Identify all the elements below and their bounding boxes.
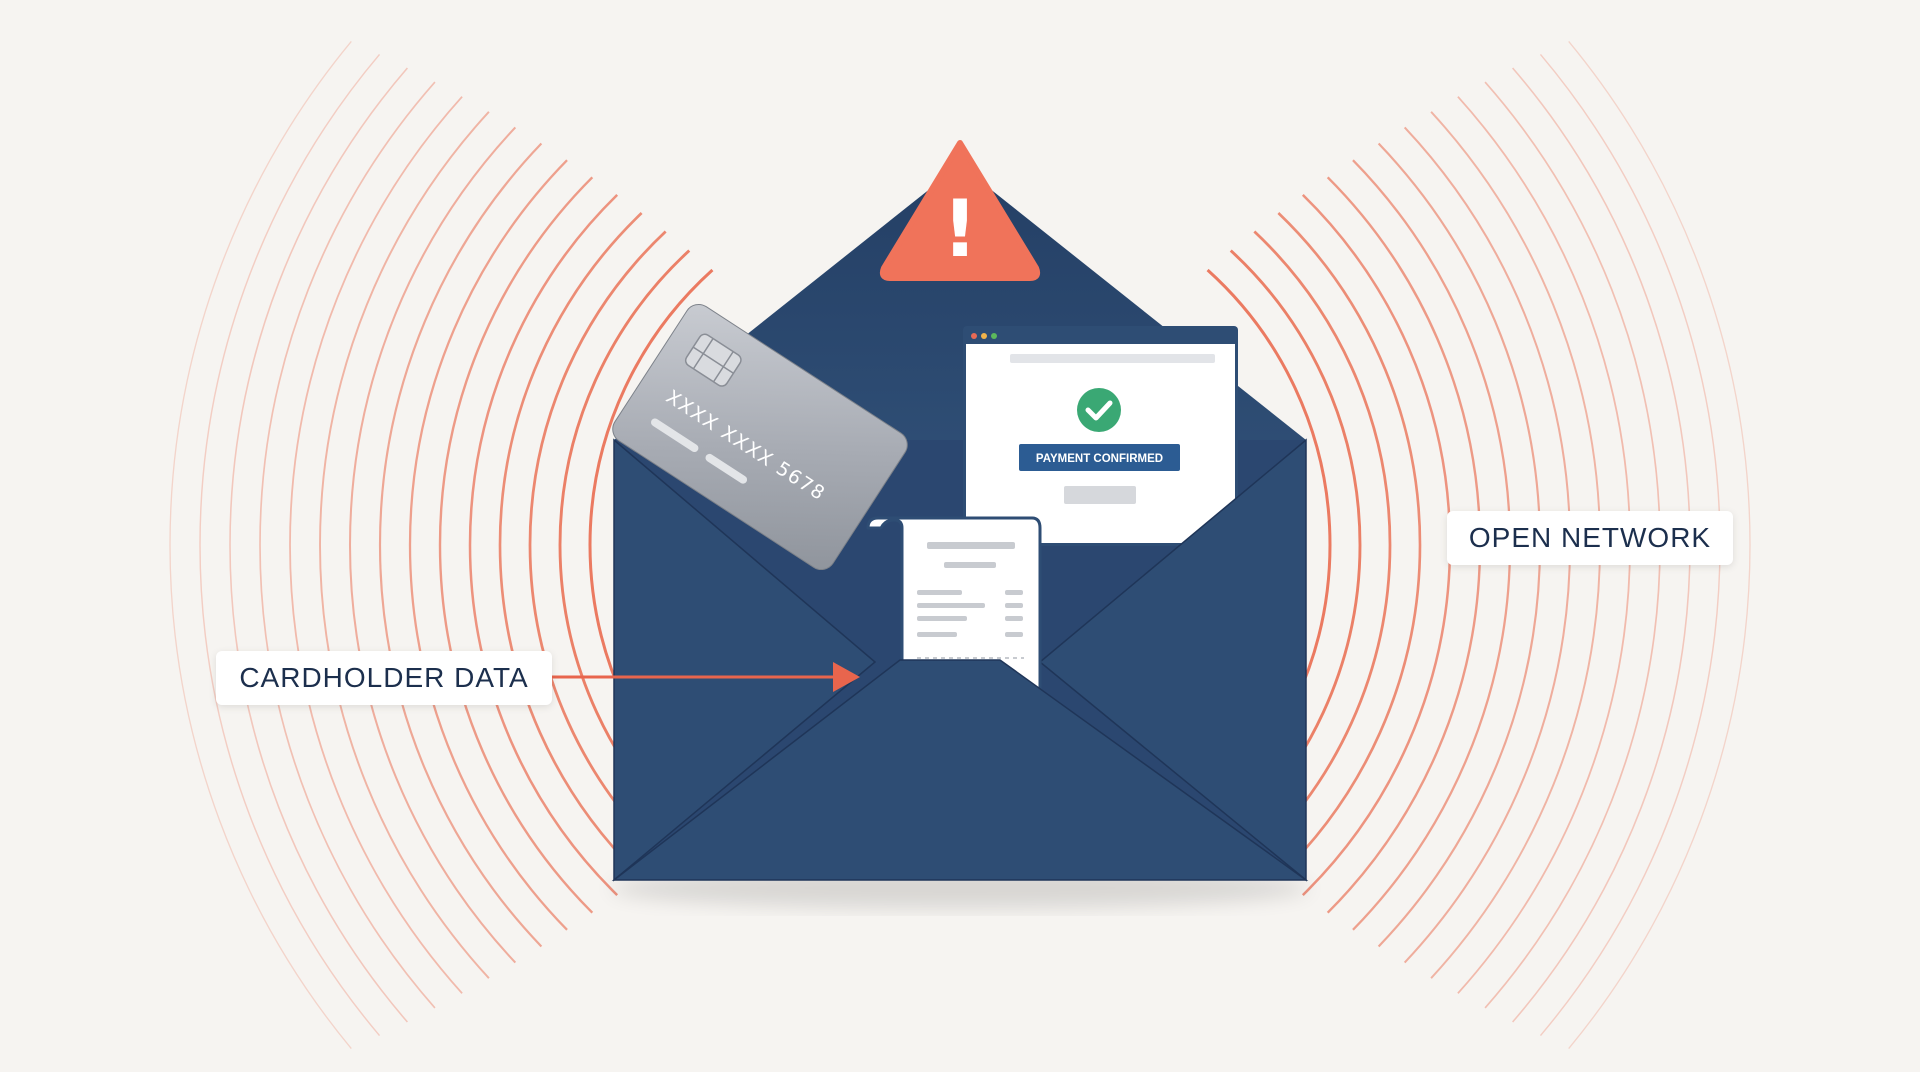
window-dot-maximize: [991, 333, 997, 339]
signal-arc-right: [1301, 194, 1452, 896]
warning-exclamation: !: [942, 185, 978, 275]
arrow-icon: [552, 662, 860, 692]
signal-arc-left: [289, 96, 463, 994]
card-name-line: [650, 418, 699, 453]
signal-arc-left: [259, 81, 436, 1009]
signal-arc-left: [438, 176, 594, 914]
signal-arc-left: [379, 142, 543, 948]
signal-arc-right: [1253, 230, 1392, 860]
signal-arc-left: [498, 212, 643, 878]
payment-confirmed-button: PAYMENT CONFIRMED: [1019, 444, 1180, 471]
envelope-left-flap: [613, 438, 877, 882]
signal-arc-left: [528, 230, 667, 860]
open-network-label: OPEN NETWORK: [1447, 511, 1733, 565]
signal-arc-right: [1277, 212, 1422, 878]
signal-arc-left: [468, 194, 619, 896]
chip-icon: [684, 333, 742, 387]
window-dot-close: [971, 333, 977, 339]
address-bar: [1010, 354, 1215, 363]
signal-arc-left: [408, 159, 568, 931]
envelope-right-flap: [1038, 438, 1307, 882]
signal-arc-left: [319, 111, 490, 979]
signal-arc-left: [199, 53, 381, 1037]
check-circle-icon: [1077, 388, 1121, 432]
envelope-bottom-flap: [611, 659, 1309, 881]
warning-triangle-icon: !: [879, 140, 1041, 281]
signal-arc-right: [1568, 41, 1751, 1049]
window-dot-minimize: [981, 333, 987, 339]
card-expiry-line: [705, 453, 748, 484]
secondary-button-placeholder: [1064, 486, 1136, 504]
cardholder-data-label: CARDHOLDER DATA: [216, 651, 552, 705]
payment-confirmed-label: PAYMENT CONFIRMED: [1036, 453, 1163, 465]
signal-arc-left: [349, 126, 517, 964]
signal-arc-left: [169, 41, 352, 1049]
browser-window: PAYMENT CONFIRMED: [963, 326, 1238, 546]
credit-card: XXXX XXXX 5678: [612, 303, 908, 571]
signal-arc-left: [229, 67, 408, 1023]
